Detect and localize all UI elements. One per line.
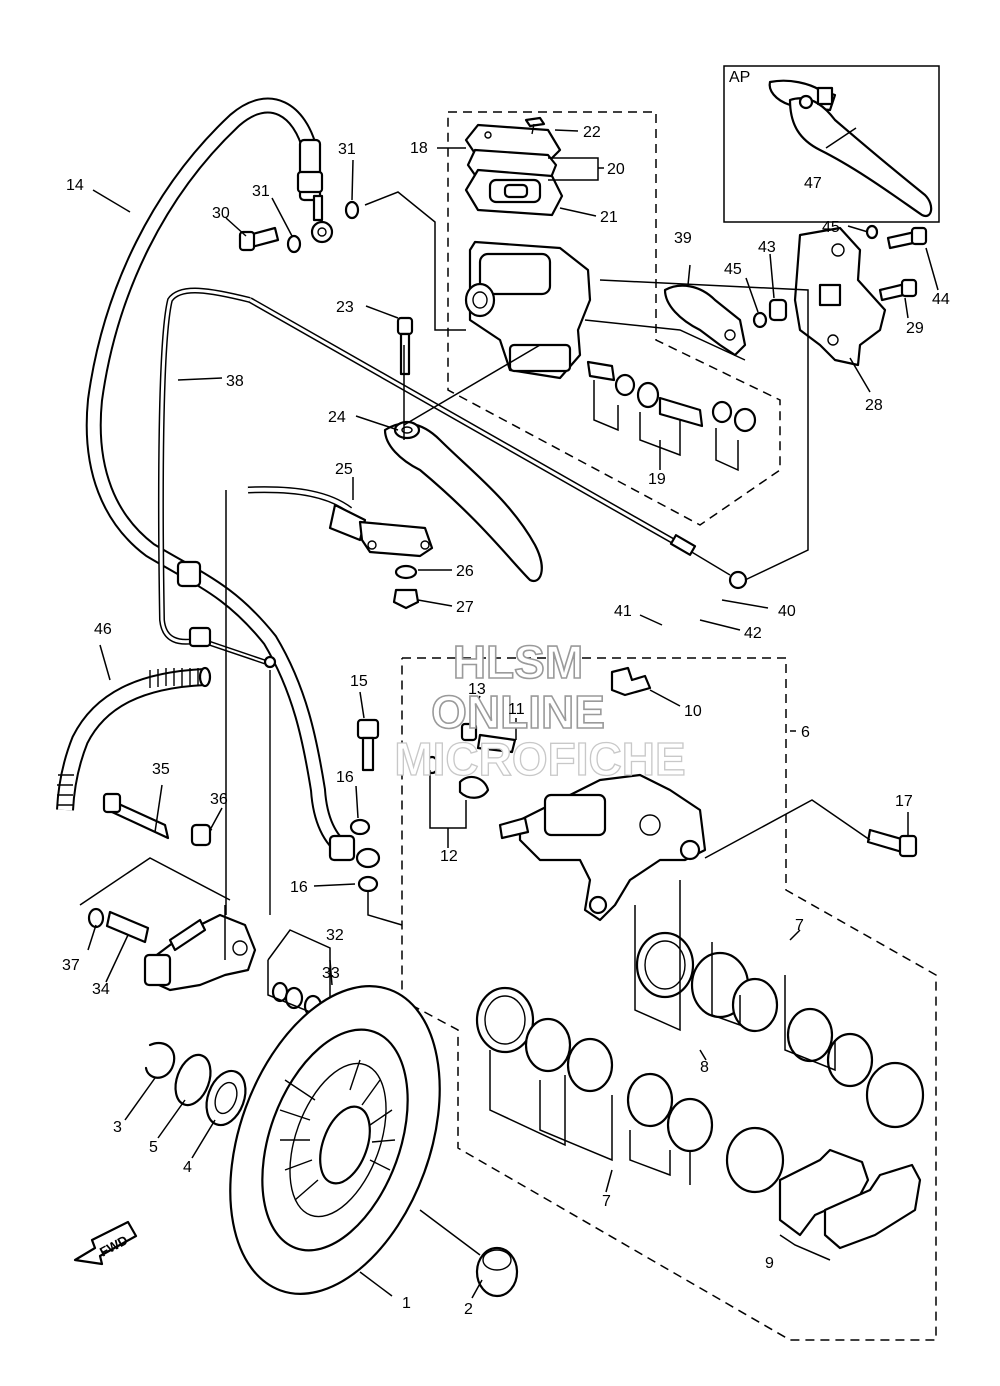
callout-45b: 45 (724, 261, 742, 278)
fwd-arrow: FWD (73, 1220, 138, 1266)
watermark-line-2: ONLINE (431, 686, 605, 738)
callout-23: 23 (336, 299, 354, 316)
callout-7b: 7 (602, 1193, 611, 1210)
callout-12: 12 (440, 848, 458, 865)
callout-26: 26 (456, 563, 474, 580)
callout-numbers: 1 2 3 4 5 6 7 7 8 9 10 11 12 13 14 15 16… (62, 69, 950, 1318)
brake-disc-1 (229, 985, 441, 1295)
brake-cable-25 (247, 486, 434, 558)
callout-41: 41 (614, 603, 632, 620)
callout-7a: 7 (795, 917, 804, 934)
callout-19: 19 (648, 471, 666, 488)
callout-13: 13 (468, 681, 486, 698)
callout-22: 22 (583, 124, 601, 141)
callout-16a: 16 (336, 769, 354, 786)
callout-2: 2 (464, 1301, 473, 1318)
rear-caliper-area (79, 792, 331, 1022)
brake-cable-38 (157, 287, 748, 645)
callout-4: 4 (183, 1159, 192, 1176)
callout-31a: 31 (338, 141, 356, 158)
callout-37: 37 (62, 957, 80, 974)
callout-3: 3 (113, 1119, 122, 1136)
callout-17: 17 (895, 793, 913, 810)
callout-29: 29 (906, 320, 924, 337)
callout-20: 20 (607, 161, 625, 178)
callout-38: 38 (226, 373, 244, 390)
leader-lines (87, 127, 939, 1299)
master-cylinder-assembly (464, 116, 592, 380)
cable-guide-46 (56, 666, 212, 811)
callout-42: 42 (744, 625, 762, 642)
callout-43: 43 (758, 239, 776, 256)
callout-15: 15 (350, 673, 368, 690)
callout-35: 35 (152, 761, 170, 778)
callout-46: 46 (94, 621, 112, 638)
callout-18: 18 (410, 140, 428, 157)
callout-9: 9 (765, 1255, 774, 1272)
caliper-pistons-7 (475, 880, 925, 1194)
brake-pads-9 (778, 1148, 922, 1261)
callout-10: 10 (684, 703, 702, 720)
callout-8: 8 (700, 1059, 709, 1076)
callout-14: 14 (66, 177, 84, 194)
callout-31b: 31 (252, 183, 270, 200)
watermark-line-3: MICROFICHE (394, 733, 685, 785)
callout-36: 36 (210, 791, 228, 808)
disc-small-parts (144, 718, 918, 1298)
small-parts-upper-right (663, 224, 928, 357)
callout-27: 27 (456, 599, 474, 616)
callout-6: 6 (801, 724, 810, 741)
brake-cable-lower (188, 626, 277, 915)
callout-28: 28 (865, 397, 883, 414)
callout-32: 32 (326, 927, 344, 944)
callout-21: 21 (600, 209, 618, 226)
watermark-line-1: HLSM (453, 636, 583, 688)
fasteners-upper-left (238, 200, 420, 610)
callout-40: 40 (778, 603, 796, 620)
callout-25: 25 (335, 461, 353, 478)
brake-lever-inset-47 (768, 79, 933, 218)
callout-11: 11 (508, 701, 525, 718)
ap-label: AP (729, 69, 750, 86)
callout-16b: 16 (290, 879, 308, 896)
callout-30: 30 (212, 205, 230, 222)
callout-24: 24 (328, 409, 346, 426)
watermark: HLSM ONLINE MICROFICHE (394, 635, 687, 785)
callout-44: 44 (932, 291, 950, 308)
callout-47: 47 (804, 175, 822, 192)
bracket-28 (793, 226, 887, 367)
caliper-assembly-6 (424, 666, 707, 922)
callout-45a: 45 (822, 219, 840, 236)
callout-33: 33 (322, 965, 340, 982)
brake-hose-14 (85, 97, 356, 862)
callout-5: 5 (149, 1139, 158, 1156)
callout-34: 34 (92, 981, 110, 998)
callout-39: 39 (674, 230, 692, 247)
callout-1: 1 (402, 1295, 411, 1312)
lever-24 (383, 420, 543, 583)
group-frames (401, 65, 940, 1341)
piston-kit-19 (586, 360, 757, 472)
